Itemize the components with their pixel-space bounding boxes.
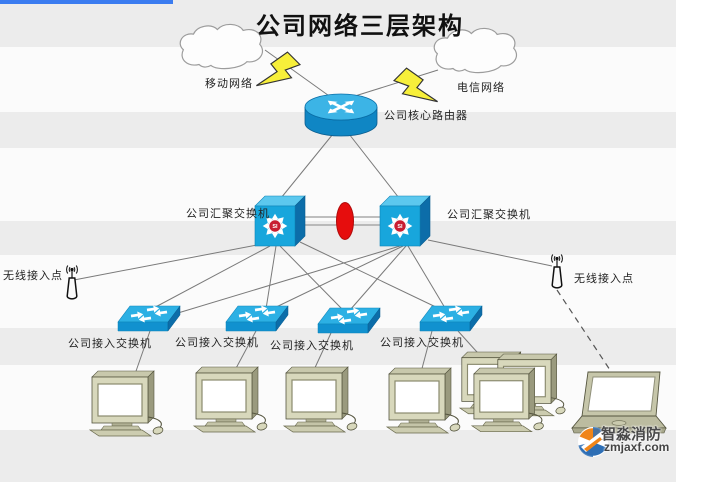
- access-switch-4-icon: [420, 305, 482, 331]
- aggregation-switch-left-label: 公司汇聚交换机: [186, 208, 270, 220]
- telecom-cloud-label: 电信网络: [457, 82, 505, 94]
- wireless-access-point-left-icon: [65, 264, 79, 300]
- right-margin: [676, 0, 706, 482]
- access-switch-2-icon: [226, 305, 288, 331]
- access-switch-3-label: 公司接入交换机: [270, 340, 354, 352]
- mobile-cloud-label: 移动网络: [205, 78, 253, 90]
- access-switch-2-label: 公司接入交换机: [175, 337, 259, 349]
- watermark-site: zmjaxf.com: [604, 440, 670, 454]
- lightning-link-left-icon: [255, 46, 303, 100]
- desktop-pc-4-icon: [386, 367, 462, 434]
- desktop-pc-1-icon: [89, 370, 165, 437]
- top-accent-bar: [0, 0, 173, 4]
- aggregation-switch-right-icon: [380, 196, 430, 246]
- watermark-brand: 智淼消防: [601, 426, 662, 443]
- wan-links: [264, 49, 439, 99]
- desktop-pc-2-icon: [193, 366, 269, 433]
- core-router-label: 公司核心路由器: [384, 110, 468, 122]
- access-switch-4-label: 公司接入交换机: [380, 337, 464, 349]
- wireless-access-point-right-icon: [550, 253, 564, 289]
- redundancy-ellipse: [336, 202, 354, 240]
- wireless-ap-right-label: 无线接入点: [574, 273, 634, 285]
- desktop-pc-cluster-icon: [459, 351, 567, 433]
- wireless-dashed-link: [556, 289, 613, 374]
- access-switch-1-label: 公司接入交换机: [68, 338, 152, 350]
- aggregation-switch-left-icon: [255, 196, 305, 246]
- access-switch-3-icon: [318, 307, 380, 333]
- desktop-pc-3-icon: [283, 366, 359, 433]
- core-to-aggregation-links: [280, 133, 400, 199]
- diagram-title: 公司网络三层架构: [256, 14, 464, 40]
- core-router-icon: [305, 94, 377, 136]
- aggregation-to-access-links: [73, 239, 553, 317]
- access-switch-1-icon: [118, 305, 180, 331]
- wireless-ap-left-label: 无线接入点: [3, 270, 63, 282]
- aggregation-switch-right-label: 公司汇聚交换机: [447, 209, 531, 221]
